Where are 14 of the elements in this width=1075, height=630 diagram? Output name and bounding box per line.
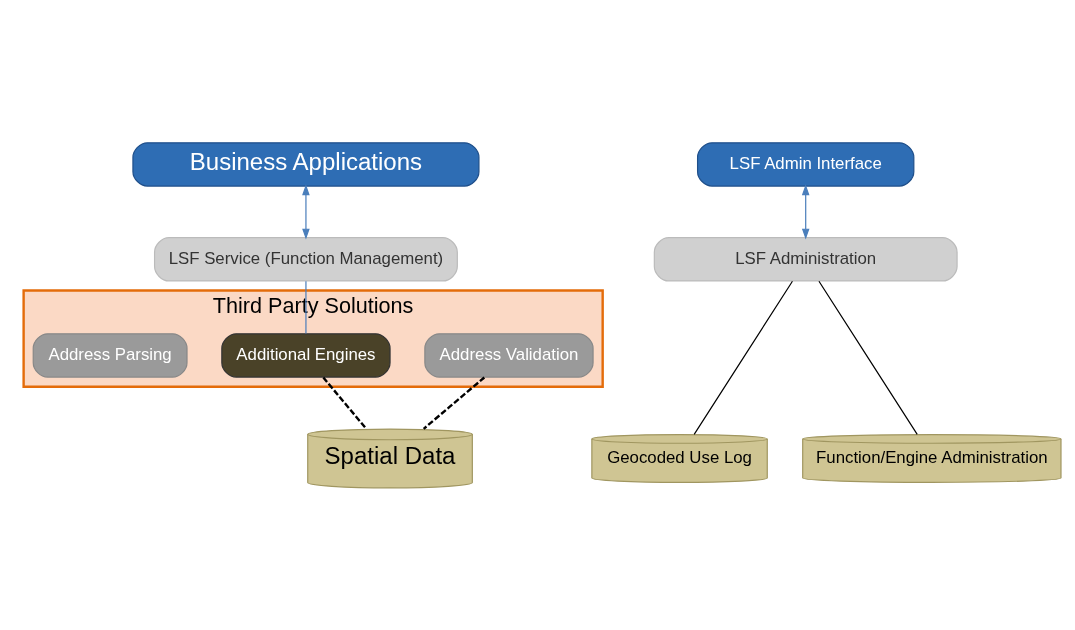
connector [322,376,368,430]
node-box: LSF Administration [653,236,958,282]
connector [422,376,486,430]
connector [818,280,918,435]
node-box: LSF Service (Function Management) [153,236,458,282]
connector [305,280,307,334]
arrow [801,183,810,239]
node-box: Address Validation [424,332,594,378]
node-box: LSF Admin Interface [697,141,915,187]
node-box: Business Applications [132,141,480,187]
connector [693,280,794,435]
node-box: Address Parsing [32,332,188,378]
node-box: Additional Engines [221,332,391,378]
arrow [302,183,310,239]
